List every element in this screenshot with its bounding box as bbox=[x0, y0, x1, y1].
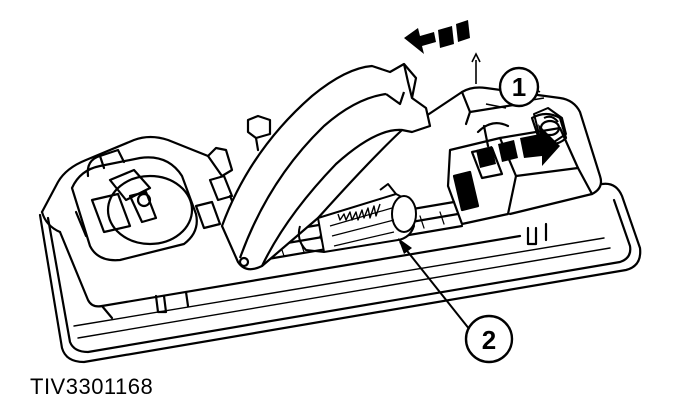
motion-arrow bbox=[404, 20, 560, 168]
callout-2: 2 bbox=[398, 238, 514, 364]
callout-1: 1 bbox=[498, 66, 540, 108]
figure-id-label: TIV3301168 bbox=[30, 374, 154, 399]
leader-arrowhead bbox=[398, 238, 412, 254]
bulb bbox=[297, 183, 417, 253]
callout-1-label: 1 bbox=[512, 72, 526, 102]
leader-line bbox=[399, 241, 471, 331]
lens-cover bbox=[220, 62, 432, 271]
callout-2-label: 2 bbox=[482, 325, 496, 355]
